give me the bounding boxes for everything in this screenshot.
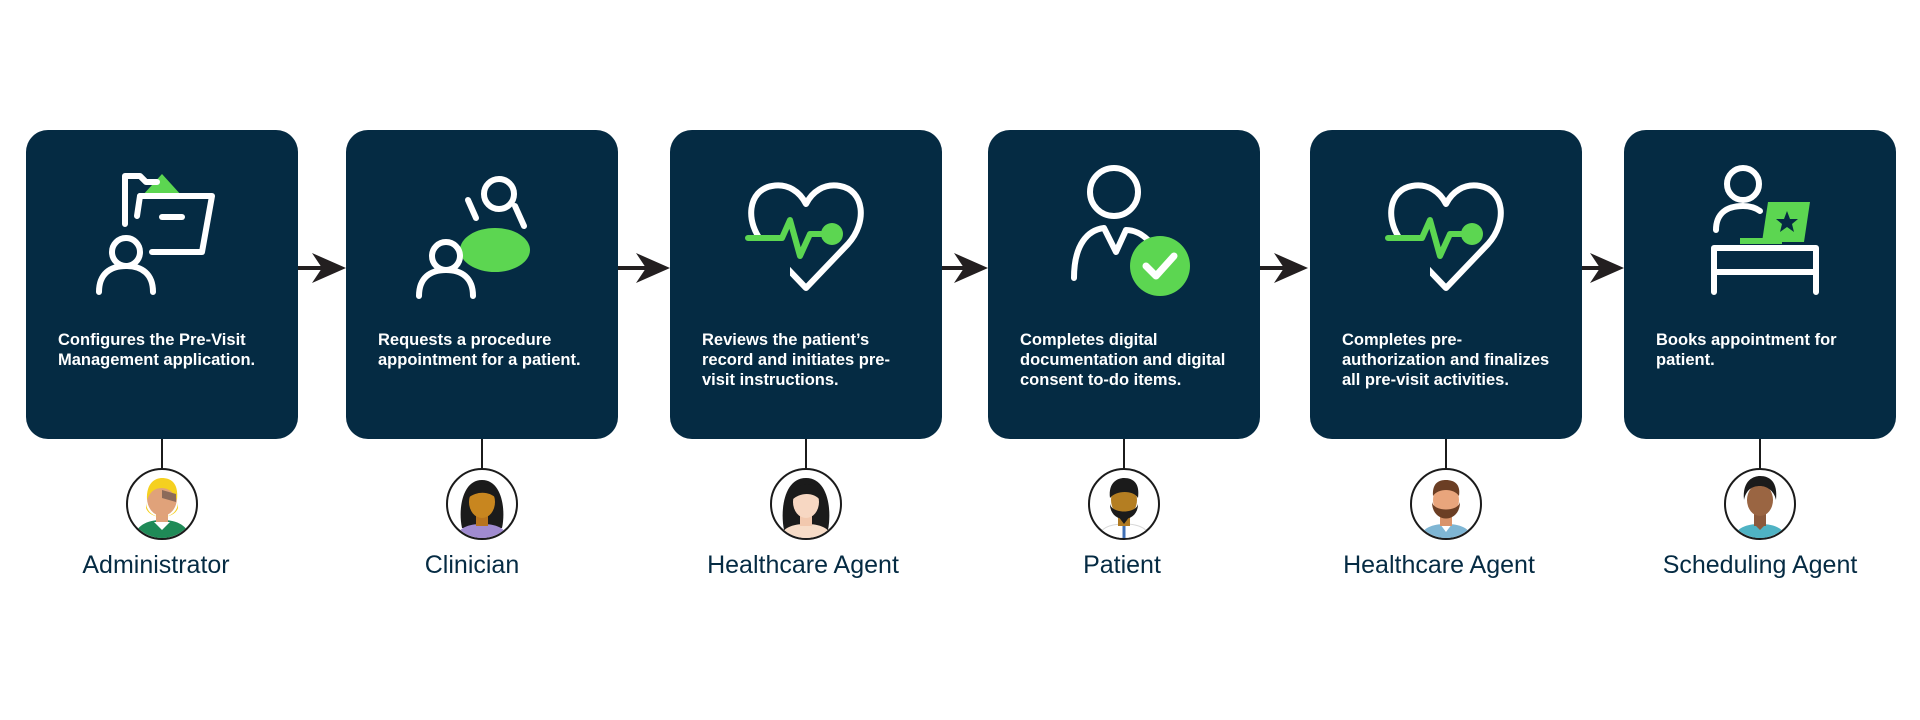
role-label: Clinician: [424, 551, 520, 579]
step-card-2: Requests a procedure appointment for a p…: [346, 130, 618, 439]
arrow-right-icon: [618, 253, 670, 283]
step-description: Completes pre-authorization and finalize…: [1342, 331, 1550, 389]
user-laptop-desk-icon: [1624, 156, 1896, 316]
arrow-right-icon: [1260, 253, 1308, 283]
healthcare-agent-avatar: [1410, 468, 1482, 540]
step-description: Completes digital documentation and digi…: [1020, 331, 1226, 389]
connector-line: [1759, 439, 1761, 469]
user-check-icon: [988, 156, 1260, 316]
step-description: Books appointment for patient.: [1656, 331, 1837, 369]
connector-line: [1123, 439, 1125, 469]
step-card-6: Books appointment for patient.: [1624, 130, 1896, 439]
arrow-right-icon: [298, 253, 346, 283]
healthcare-agent-avatar: [770, 468, 842, 540]
patient-avatar: [1088, 468, 1160, 540]
scheduling-agent-avatar: [1724, 468, 1796, 540]
role-label: Administrator: [82, 551, 230, 579]
arrow-right-icon: [1582, 253, 1624, 283]
heart-pulse-icon: [1310, 156, 1582, 316]
clinician-avatar: [446, 468, 518, 540]
step-description: Configures the Pre-Visit Management appl…: [58, 331, 256, 369]
step-card-4: Completes digital documentation and digi…: [988, 130, 1260, 439]
role-label: Patient: [1083, 551, 1161, 579]
role-label: Scheduling Agent: [1662, 551, 1858, 579]
step-description: Reviews the patient’s record and initiat…: [702, 331, 890, 389]
connector-line: [1445, 439, 1447, 469]
step-card-5: Completes pre-authorization and finalize…: [1310, 130, 1582, 439]
connector-line: [805, 439, 807, 469]
connector-line: [161, 439, 163, 469]
step-card-3: Reviews the patient’s record and initiat…: [670, 130, 942, 439]
step-card-1: Configures the Pre-Visit Management appl…: [26, 130, 298, 439]
arrow-right-icon: [942, 253, 988, 283]
connector-line: [481, 439, 483, 469]
folder-user-icon: [26, 156, 298, 316]
role-label: Healthcare Agent: [1343, 551, 1535, 579]
role-label: Healthcare Agent: [707, 551, 899, 579]
heart-pulse-icon: [670, 156, 942, 316]
step-description: Requests a procedure appointment for a p…: [378, 331, 581, 369]
administrator-avatar: [126, 468, 198, 540]
people-conversation-icon: [346, 156, 618, 316]
